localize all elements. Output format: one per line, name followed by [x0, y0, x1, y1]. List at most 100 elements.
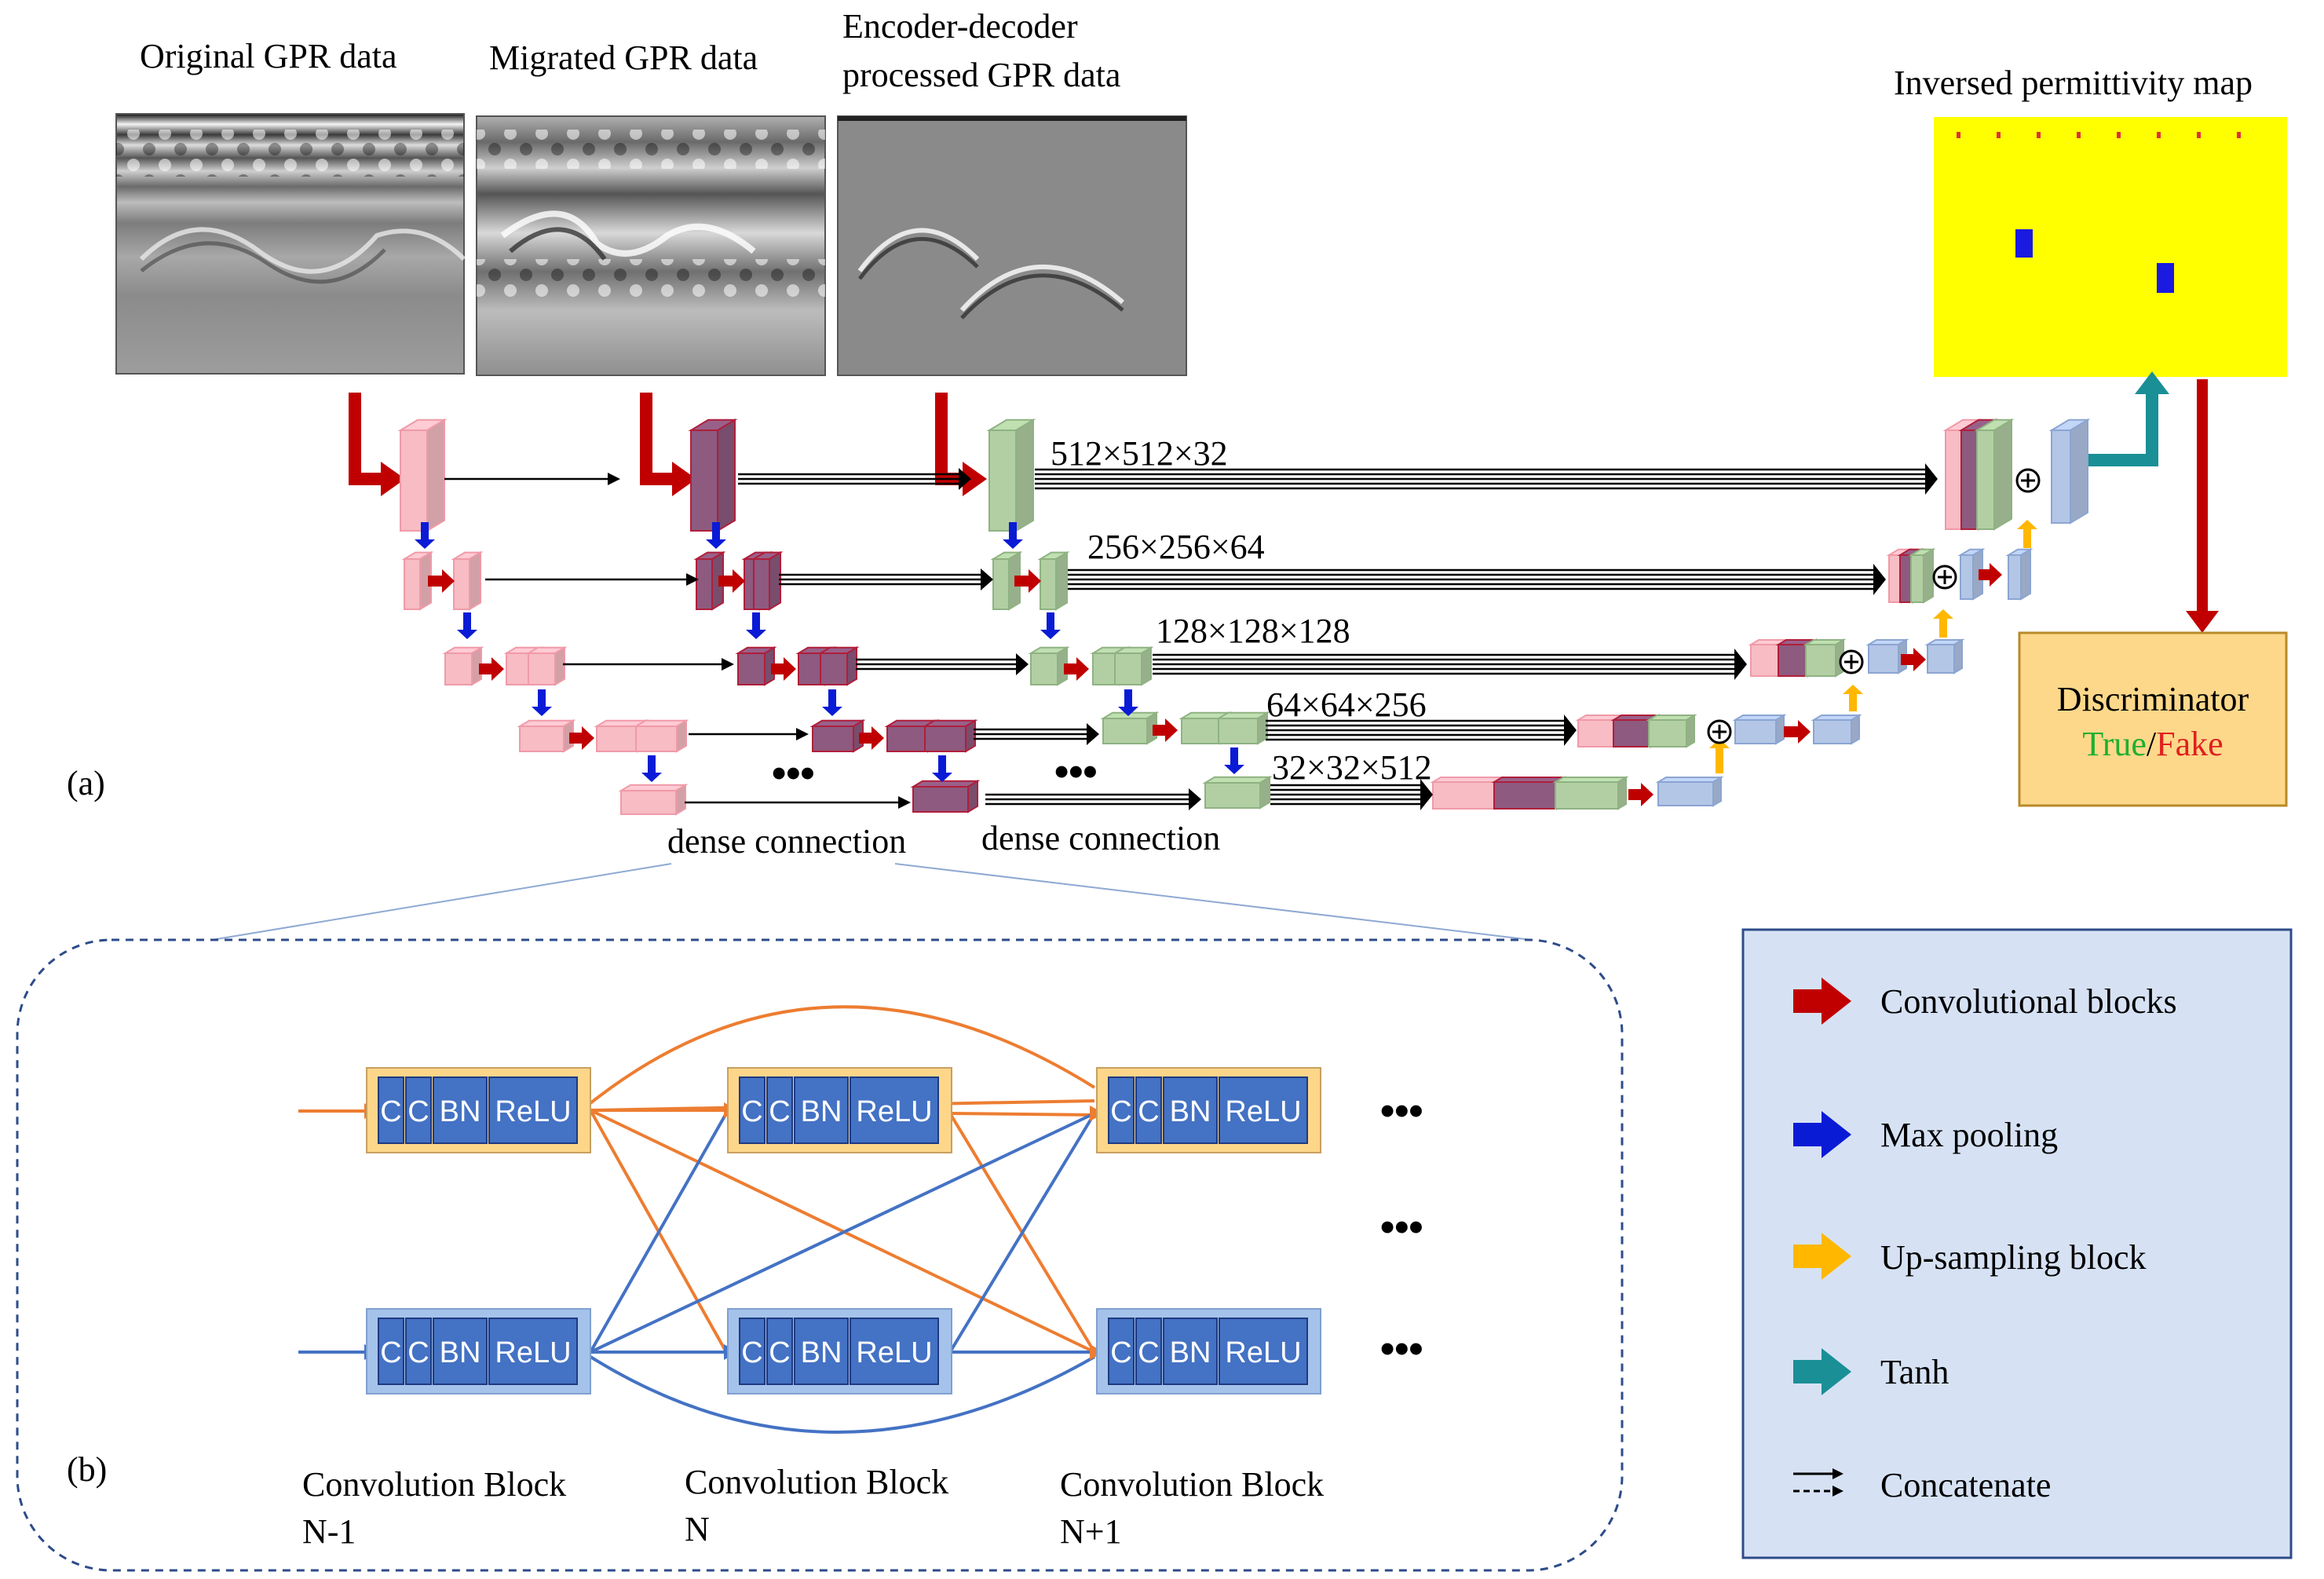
col2-level5-block — [910, 780, 981, 813]
dec-up-4 — [1843, 685, 1863, 711]
block-n-1-top-c1-box — [378, 1076, 404, 1144]
dec-level5-green — [1552, 776, 1629, 810]
dec-level1-sum — [2015, 468, 2041, 493]
dense-connection-lines — [298, 1005, 1096, 1434]
col3-conv-4 — [1153, 718, 1178, 742]
ellipsis-row-3: ••• — [1380, 1326, 1423, 1372]
dec-level4-conv — [1784, 720, 1811, 744]
dim-label-256: 256×256×64 — [1087, 528, 1265, 566]
col1-conv-4 — [569, 726, 594, 750]
dec-level3-blue-a — [1865, 638, 1909, 674]
skip-col1-level5 — [685, 796, 911, 809]
dense-connection-label-2: dense connection — [981, 819, 1220, 857]
block-n-1-top-c2-label: C — [407, 1095, 429, 1128]
dim-label-128: 128×128×128 — [1156, 612, 1350, 650]
block-n+1-bottom-c2-box — [1135, 1318, 1162, 1385]
block-n-bottom-c2-label: C — [769, 1336, 790, 1369]
block-n-top-bn-label: BN — [801, 1095, 842, 1128]
block-n-1-bottom-c2-label: C — [407, 1336, 429, 1369]
dec-level3-conv — [1901, 648, 1926, 671]
col1-conv-2 — [428, 569, 455, 593]
col1-pool-4 — [641, 755, 662, 782]
title-encoder-decoder-line1: Encoder-decoder — [842, 7, 1078, 46]
block-n-bottom-relu-label: ReLU — [856, 1336, 932, 1369]
dec-level4-sum — [1707, 719, 1732, 744]
block-n-1-bottom-c2-box — [405, 1318, 432, 1385]
block-n+1-top-relu-box — [1219, 1076, 1308, 1144]
block-n-1-top-c2-box — [405, 1076, 432, 1144]
col1-level4-block-b — [594, 719, 650, 753]
skip-col1-level1 — [444, 473, 620, 485]
zoom-line-right — [894, 863, 1532, 941]
dec-level2-sum — [1932, 565, 1957, 590]
block-n+1-top-c2-label: C — [1138, 1095, 1159, 1128]
col3-pool-2 — [1040, 612, 1061, 639]
encoder-decoder-gpr-image — [837, 115, 1187, 376]
col2-pool-2 — [746, 612, 766, 639]
skip-col2-level3 — [856, 653, 1029, 675]
dense-connection-label-1: dense connection — [667, 822, 906, 861]
discriminator-title: Discriminator — [2057, 680, 2249, 718]
block-n+1-bottom-c1-box — [1108, 1318, 1135, 1385]
col3-level1-block — [986, 419, 1036, 532]
col3-conv-2 — [1014, 569, 1041, 593]
dec-level5-conv — [1628, 783, 1653, 806]
zoom-line-left — [211, 863, 672, 941]
block-n-bottom-relu-box — [850, 1318, 939, 1385]
block-n+1-bottom-bn-box — [1163, 1318, 1218, 1385]
col2-pool-1 — [706, 522, 726, 549]
input-conv-arrow-2 — [640, 393, 696, 496]
block-n-1-bottom-relu-label: ReLU — [495, 1336, 571, 1369]
dec-level1-green — [1974, 419, 2015, 531]
col1-pool-2 — [457, 612, 477, 639]
dim-label-64: 64×64×256 — [1266, 685, 1427, 724]
caption-block-n-line2: N — [685, 1510, 710, 1548]
dec-level3-green — [1803, 638, 1847, 678]
dec-level1-blue — [2048, 419, 2091, 525]
col3-level3-block-c — [1112, 646, 1154, 686]
block-n-top-relu-box — [850, 1076, 939, 1144]
ellipsis-row-2: ••• — [1380, 1204, 1423, 1250]
block-n-1-bottom-relu-box — [488, 1318, 578, 1385]
tanh-arrow — [2088, 371, 2169, 466]
col1-level3-block-c — [525, 646, 568, 686]
block-n+1-bottom-relu-box — [1219, 1318, 1308, 1385]
block-n+1-top-c1-label: C — [1110, 1095, 1131, 1128]
legend-upsample-icon — [1793, 1233, 1851, 1280]
skip-col3-level1 — [1035, 463, 1938, 495]
skip-col2-level4 — [974, 723, 1099, 745]
dec-level2-blue-b — [2005, 548, 2034, 601]
dim-label-32: 32×32×512 — [1272, 748, 1432, 787]
col2-level3-block-a — [735, 646, 777, 686]
col3-level3-block-a — [1028, 646, 1070, 686]
slash-label: / — [2147, 725, 2157, 763]
block-n+1-bottom-c1-label: C — [1110, 1336, 1131, 1369]
col3-level4-block-c — [1215, 711, 1270, 745]
block-n-1-top-relu-box — [488, 1076, 578, 1144]
to-discriminator-arrow — [2186, 379, 2219, 633]
col2-level2-block-a — [693, 550, 726, 611]
discriminator-true-fake: True/Fake — [2082, 725, 2223, 763]
input-conv-arrow-1 — [349, 393, 405, 496]
dec-level4-blue-b — [1811, 714, 1862, 745]
block-n+1-top-relu-label: ReLU — [1225, 1095, 1301, 1128]
col1-level4-block-c — [633, 719, 689, 753]
ellipsis-encoder-1: ••• — [772, 751, 815, 796]
col1-level2-block-b — [451, 550, 484, 611]
dec-level4-blue-a — [1732, 714, 1787, 745]
legend-concatenate-label: Concatenate — [1880, 1466, 2051, 1504]
block-n+1-bottom-bn-label: BN — [1170, 1336, 1211, 1369]
skip-col1-level2 — [485, 573, 699, 586]
col3-level5-block — [1202, 776, 1273, 810]
col3-level4-block-a — [1100, 711, 1160, 745]
legend-conv-icon — [1793, 978, 1851, 1025]
col2-level3-block-c — [817, 646, 860, 686]
block-n-bottom-c1-label: C — [741, 1336, 762, 1369]
col2-pool-4 — [932, 755, 952, 782]
block-n-bottom-c1-box — [739, 1318, 766, 1385]
block-n-1-bottom-c1-box — [378, 1318, 404, 1385]
dec-up-5 — [1709, 739, 1730, 773]
